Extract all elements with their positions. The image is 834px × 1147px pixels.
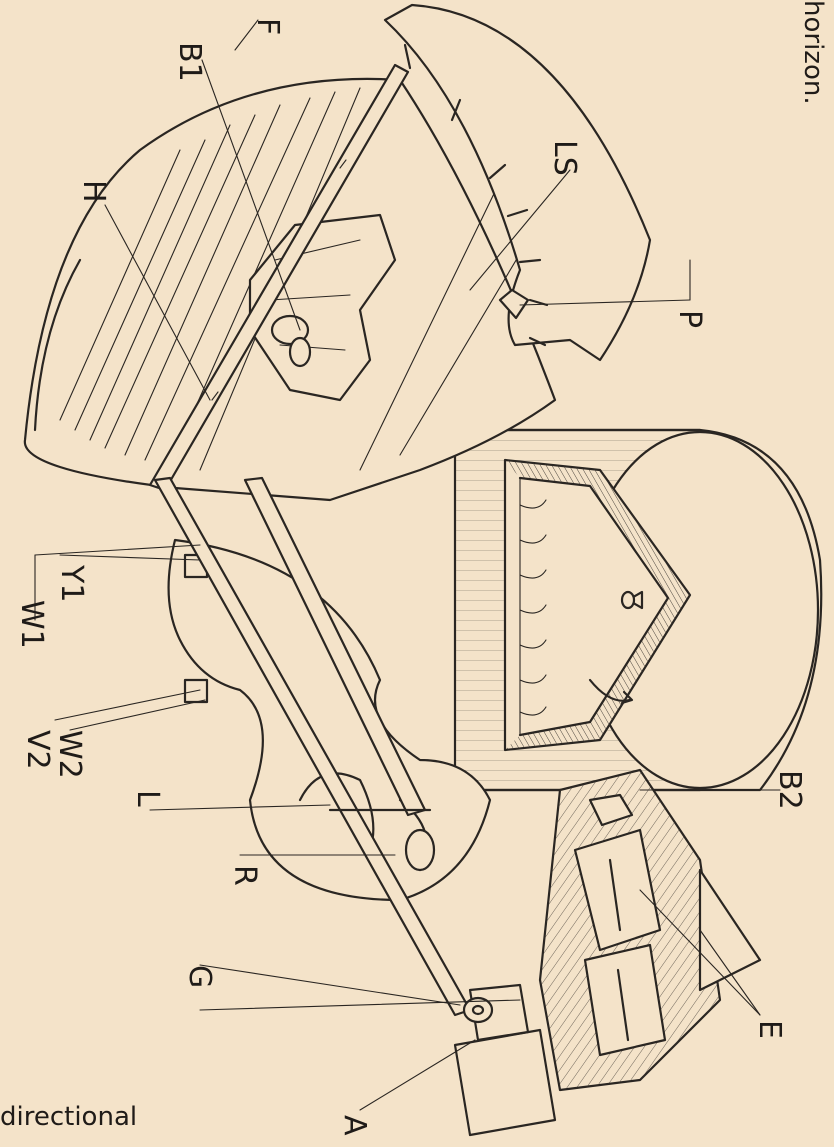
nozzle-block [538,768,762,1092]
base-block [453,983,557,1137]
leader-lines [34,19,781,1111]
caption-bottom: directional [0,1102,137,1132]
lower-body [167,538,492,902]
label-LS: LS [547,140,582,176]
card-dish [23,77,557,502]
label-B2: B2 [772,770,807,810]
label-G: G [182,965,217,988]
label-W2: W2 [52,730,87,779]
label-R: R [227,865,262,886]
label-B1: B1 [172,42,207,82]
label-P: P [672,310,707,328]
label-E: E [752,1020,787,1039]
level-scale [383,3,652,362]
label-F: F [250,18,285,35]
lever-arm [153,476,472,1017]
label-A: A [337,1115,372,1136]
label-W1: W1 [14,600,49,649]
label-V2: V2 [20,730,55,770]
caption-top: horizon. [798,0,828,105]
label-Y1: Y1 [54,564,89,602]
labels: F B1 H LS P Y1 W1 W2 V2 L R G A B2 E [14,18,807,1136]
label-H: H [76,180,111,203]
label-L: L [130,790,165,807]
rotor-cutaway [503,458,692,752]
